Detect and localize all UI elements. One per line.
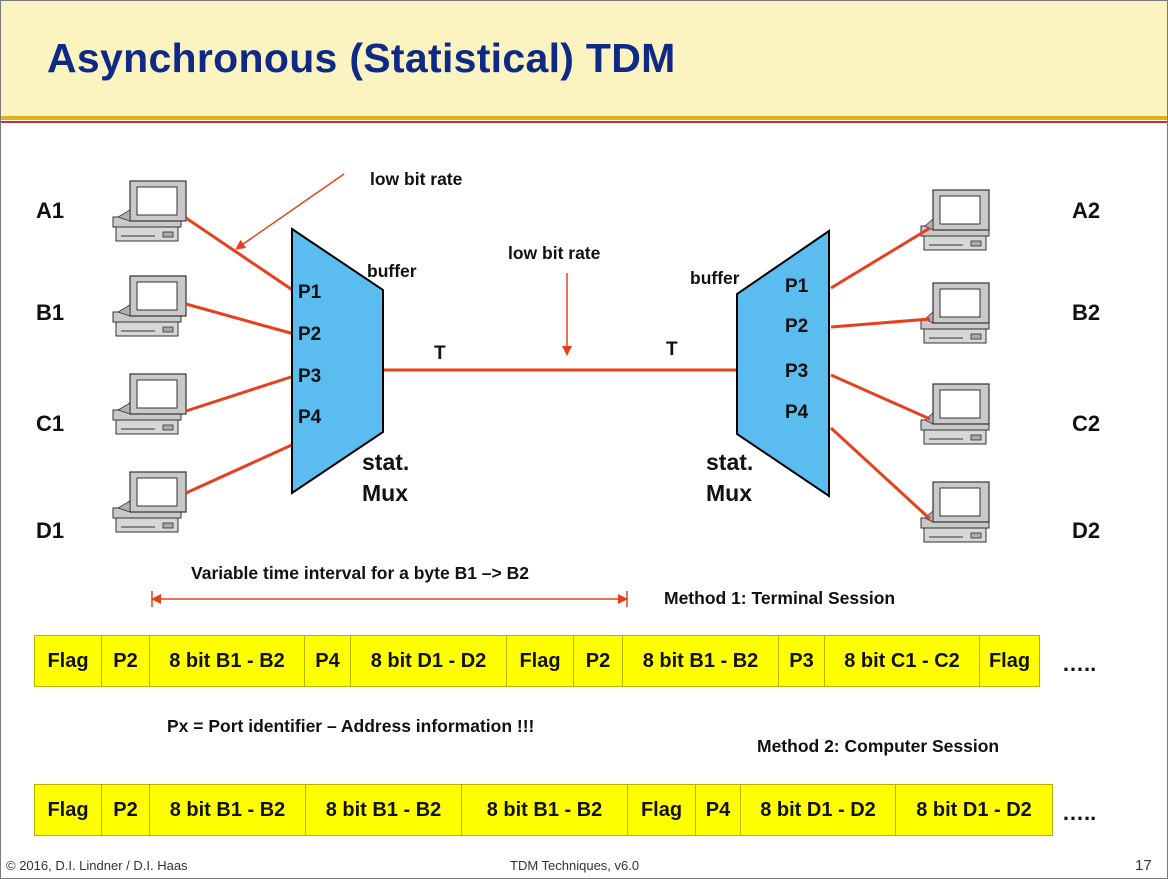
right-port-p4: P4	[785, 402, 809, 423]
right-buffer-label: buffer	[690, 268, 740, 288]
method2-cell-data: 8 bit B1 - B2	[149, 784, 305, 836]
method1-cell-port: P2	[573, 635, 622, 687]
method2-cell-data: 8 bit B1 - B2	[305, 784, 461, 836]
link-d1-p4	[185, 442, 295, 495]
link-p2-b2	[830, 317, 931, 329]
header-rule-red	[1, 121, 1167, 123]
left-port-p2: P2	[298, 324, 322, 345]
method1-cell-data: 8 bit B1 - B2	[622, 635, 778, 687]
low-rate-access-arrow	[235, 173, 345, 250]
link-p4-d2	[829, 426, 932, 521]
left-stat-mux	[291, 227, 384, 495]
method1-frame-row: Flag P2 8 bit B1 - B2 P4 8 bit D1 - D2 F…	[34, 635, 1040, 687]
method2-title: Method 2: Computer Session	[757, 736, 1000, 756]
computer-icon-b1	[112, 275, 187, 337]
left-port-p4: P4	[298, 407, 322, 428]
slide-header: Asynchronous (Statistical) TDM	[1, 1, 1167, 116]
method2-cell-data: 8 bit D1 - D2	[740, 784, 895, 836]
host-label-a2: A2	[1072, 198, 1101, 223]
method1-ellipsis: …..	[1062, 651, 1097, 676]
method1-cell-port: P3	[778, 635, 824, 687]
computer-icon-c2	[920, 383, 990, 445]
right-port-p2: P2	[785, 316, 809, 337]
header-rule-gold	[1, 116, 1167, 120]
link-c1-p3	[185, 374, 295, 413]
host-label-d2: D2	[1072, 518, 1101, 543]
link-p1-a2	[830, 226, 931, 290]
method2-ellipsis: …..	[1062, 800, 1097, 825]
method1-cell-flag: Flag	[506, 635, 573, 687]
host-label-a1: A1	[36, 198, 65, 223]
host-label-b2: B2	[1072, 300, 1101, 325]
method2-cell-port: P4	[695, 784, 740, 836]
page-number: 17	[1135, 857, 1152, 874]
method1-cell-flag: Flag	[979, 635, 1040, 687]
interval-label: Variable time interval for a byte B1 –> …	[191, 563, 529, 583]
computer-icon-c1	[112, 373, 187, 435]
right-port-p1: P1	[785, 276, 809, 297]
computer-icon-a1	[112, 180, 187, 242]
link-p3-c2	[830, 373, 931, 421]
host-label-c2: C2	[1072, 411, 1101, 436]
link-b1-p2	[185, 302, 295, 336]
computer-icon-d1	[112, 471, 187, 533]
host-label-c1: C1	[36, 411, 65, 436]
low-rate-access-label: low bit rate	[370, 169, 463, 189]
left-port-p1: P1	[298, 282, 322, 303]
right-stat-mux-label: stat. Mux	[706, 449, 754, 506]
host-label-b1: B1	[36, 300, 65, 325]
slide-title: Asynchronous (Statistical) TDM	[47, 35, 676, 81]
method1-title: Method 1: Terminal Session	[664, 588, 896, 608]
right-stat-mux	[736, 229, 830, 498]
computer-icon-d2	[920, 481, 990, 543]
right-trunk-t-label: T	[666, 339, 678, 360]
left-trunk-t-label: T	[434, 343, 446, 364]
computer-icon-b2	[920, 282, 990, 344]
host-label-d1: D1	[36, 518, 65, 543]
method2-cell-data: 8 bit B1 - B2	[461, 784, 627, 836]
computer-icon-a2	[920, 189, 990, 251]
method1-cell-port: P4	[304, 635, 350, 687]
footer-copyright: © 2016, D.I. Lindner / D.I. Haas	[6, 858, 188, 873]
footer-title: TDM Techniques, v6.0	[510, 858, 640, 873]
method2-cell-data: 8 bit D1 - D2	[895, 784, 1053, 836]
method1-cell-data: 8 bit D1 - D2	[350, 635, 506, 687]
port-identifier-note: Px = Port identifier – Address informati…	[167, 716, 535, 736]
low-rate-trunk-label: low bit rate	[508, 243, 601, 263]
method2-cell-flag: Flag	[34, 784, 101, 836]
right-port-p3: P3	[785, 361, 809, 382]
method2-frame-row: Flag P2 8 bit B1 - B2 8 bit B1 - B2 8 bi…	[34, 784, 1053, 836]
method1-cell-flag: Flag	[34, 635, 101, 687]
method2-cell-flag: Flag	[627, 784, 695, 836]
left-port-p3: P3	[298, 366, 322, 387]
method1-cell-port: P2	[101, 635, 149, 687]
link-a1-p1	[185, 216, 295, 293]
method1-cell-data: 8 bit C1 - C2	[824, 635, 979, 687]
method1-cell-data: 8 bit B1 - B2	[149, 635, 304, 687]
left-buffer-label: buffer	[367, 261, 417, 281]
left-stat-mux-label: stat. Mux	[362, 449, 410, 506]
method2-cell-port: P2	[101, 784, 149, 836]
